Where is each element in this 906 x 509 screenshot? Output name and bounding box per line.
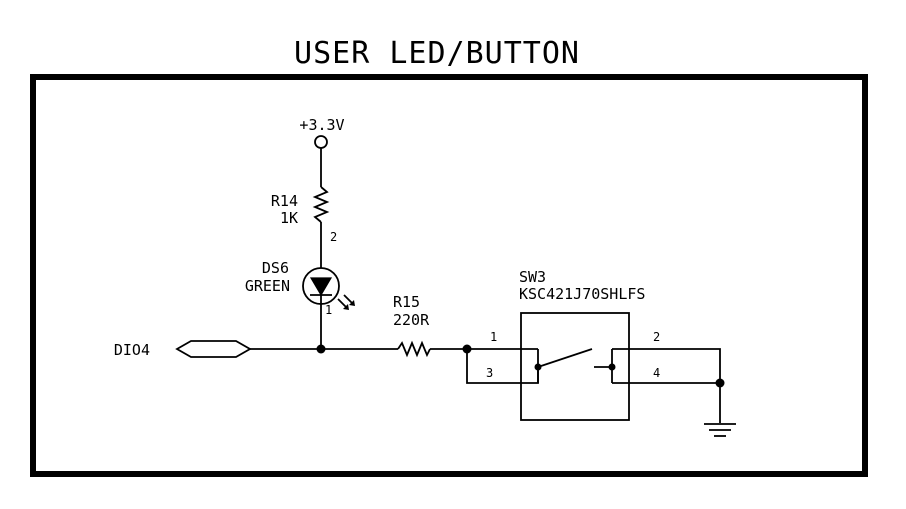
resistor-r14: R14 1K 2 — [271, 186, 337, 268]
power-terminal — [314, 135, 328, 149]
sw3-pin-3: 3 — [486, 366, 493, 380]
sw3-ref: SW3 — [519, 268, 546, 286]
switch-actuator — [537, 348, 593, 368]
sw3-pin-2: 2 — [653, 330, 660, 344]
net-connector-dio4: DIO4 — [114, 340, 252, 359]
wire — [612, 348, 721, 383]
ds6-value: GREEN — [245, 277, 290, 295]
sw3-part: KSC421J70SHLFS — [519, 285, 645, 303]
led-emission-arrowhead — [343, 304, 349, 310]
ds6-ref: DS6 — [262, 259, 289, 277]
net-label: DIO4 — [114, 341, 150, 359]
sheet-title: USER LED/BUTTON — [294, 36, 580, 71]
ds6-pin-label: 1 — [325, 303, 332, 317]
r15-value: 220R — [393, 311, 430, 329]
switch-sw3: SW3 KSC421J70SHLFS 1 3 2 4 — [486, 268, 660, 421]
resistor-r14-body — [312, 186, 330, 223]
wire — [466, 349, 539, 384]
power-label: +3.3V — [299, 116, 344, 134]
r14-ref: R14 — [271, 192, 298, 210]
power-symbol-3v3: +3.3V — [299, 116, 345, 187]
net-port-symbol — [175, 340, 252, 358]
ground-symbol — [704, 423, 736, 437]
r14-value: 1K — [280, 209, 298, 227]
sheet-border — [30, 74, 868, 477]
sw3-pin-1: 1 — [490, 330, 497, 344]
led-ds6: DS6 GREEN 1 — [245, 259, 355, 349]
led-emission-arrowhead — [349, 300, 355, 306]
resistor-r15-body — [397, 340, 431, 358]
r14-pin-label: 2 — [330, 230, 337, 244]
sw3-pin-4: 4 — [653, 366, 660, 380]
switch-sw3-body — [520, 312, 630, 421]
junction-dot — [316, 344, 326, 354]
resistor-r15: R15 220R — [393, 293, 538, 358]
r15-ref: R15 — [393, 293, 420, 311]
led-ds6-anode-triangle — [309, 277, 333, 297]
